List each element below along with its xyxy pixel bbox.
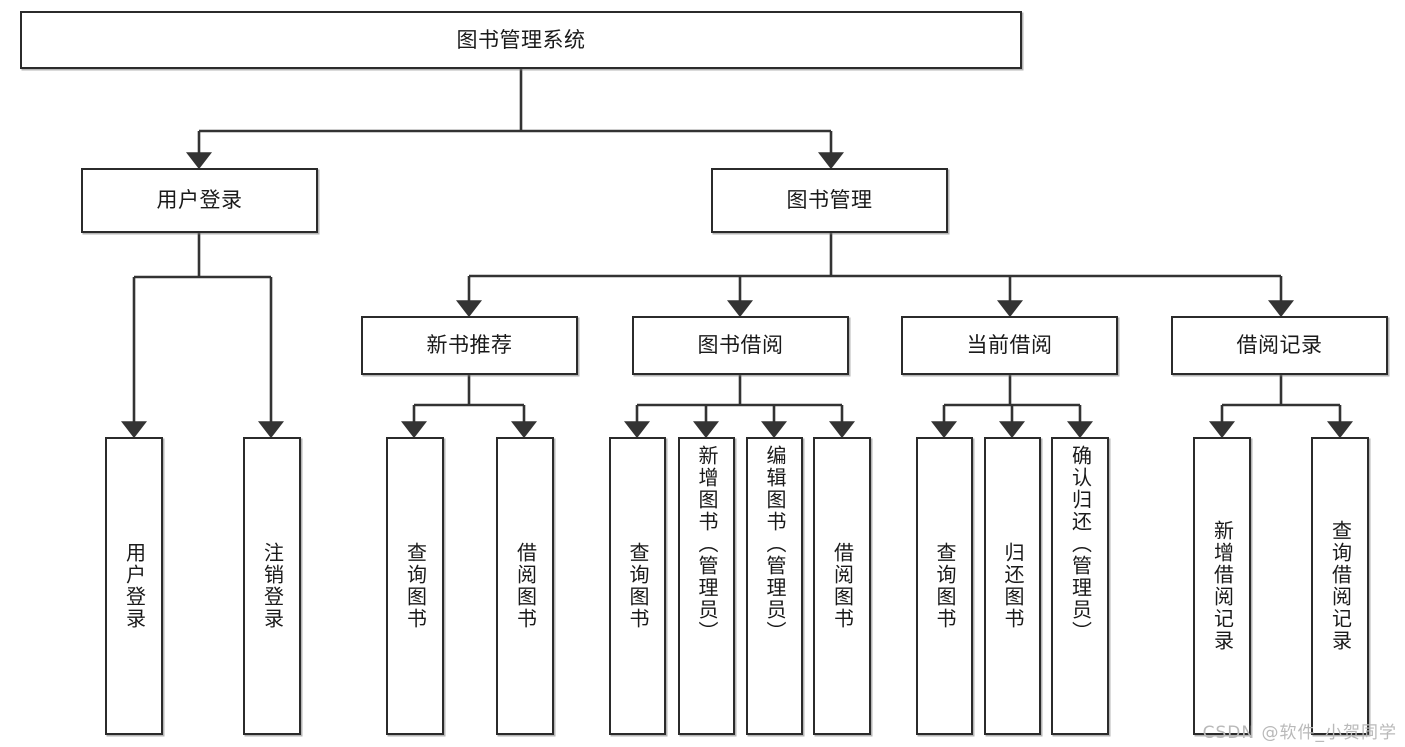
node-leaf-query-book-2-label: 查询图书: [626, 542, 650, 630]
node-leaf-borrow-book-2-label: 借阅图书: [830, 542, 855, 630]
node-leaf-edit-book[interactable]: 编辑图书（管理员）: [746, 437, 803, 735]
node-leaf-add-book[interactable]: 新增图书（管理员）: [678, 437, 735, 735]
node-leaf-add-record-label: 新增借阅记录: [1210, 520, 1235, 652]
node-book-borrow[interactable]: 图书借阅: [632, 316, 849, 375]
node-leaf-user-login[interactable]: 用户登录: [105, 437, 163, 735]
node-leaf-add-record[interactable]: 新增借阅记录: [1193, 437, 1251, 735]
node-leaf-query-record[interactable]: 查询借阅记录: [1311, 437, 1369, 735]
node-leaf-borrow-book-2[interactable]: 借阅图书: [813, 437, 871, 735]
node-leaf-edit-book-label: 编辑图书（管理员）: [763, 445, 787, 643]
node-new-book-recommend[interactable]: 新书推荐: [361, 316, 578, 375]
node-borrow-record-label: 借阅记录: [1236, 333, 1323, 358]
node-leaf-return-book[interactable]: 归还图书: [984, 437, 1041, 735]
node-leaf-borrow-book-1-label: 借阅图书: [513, 542, 538, 630]
node-book-management-label: 图书管理: [786, 188, 873, 213]
node-leaf-borrow-book-1[interactable]: 借阅图书: [496, 437, 554, 735]
node-leaf-user-login-label: 用户登录: [122, 542, 147, 630]
node-leaf-user-logout[interactable]: 注销登录: [243, 437, 301, 735]
node-root-system[interactable]: 图书管理系统: [20, 11, 1022, 69]
csdn-watermark: CSDN @软件_小贺同学: [1202, 723, 1397, 743]
node-leaf-user-logout-label: 注销登录: [260, 542, 285, 630]
node-user-login[interactable]: 用户登录: [81, 168, 318, 233]
node-book-borrow-label: 图书借阅: [697, 333, 784, 358]
node-current-borrow[interactable]: 当前借阅: [901, 316, 1118, 375]
node-leaf-confirm-return[interactable]: 确认归还（管理员）: [1051, 437, 1109, 735]
node-root-system-label: 图书管理系统: [456, 27, 586, 52]
node-leaf-query-book-2[interactable]: 查询图书: [609, 437, 666, 735]
node-leaf-query-book-1-label: 查询图书: [403, 542, 428, 630]
node-user-login-label: 用户登录: [156, 188, 243, 213]
node-leaf-query-book-1[interactable]: 查询图书: [386, 437, 444, 735]
node-current-borrow-label: 当前借阅: [966, 333, 1053, 358]
node-new-book-recommend-label: 新书推荐: [426, 333, 513, 358]
node-leaf-confirm-return-label: 确认归还（管理员）: [1068, 445, 1093, 643]
node-leaf-query-book-3[interactable]: 查询图书: [916, 437, 973, 735]
node-leaf-query-book-3-label: 查询图书: [933, 542, 957, 630]
node-leaf-return-book-label: 归还图书: [1001, 542, 1025, 630]
node-borrow-record[interactable]: 借阅记录: [1171, 316, 1388, 375]
node-leaf-query-record-label: 查询借阅记录: [1328, 520, 1353, 652]
node-leaf-add-book-label: 新增图书（管理员）: [695, 445, 719, 643]
node-book-management[interactable]: 图书管理: [711, 168, 948, 233]
